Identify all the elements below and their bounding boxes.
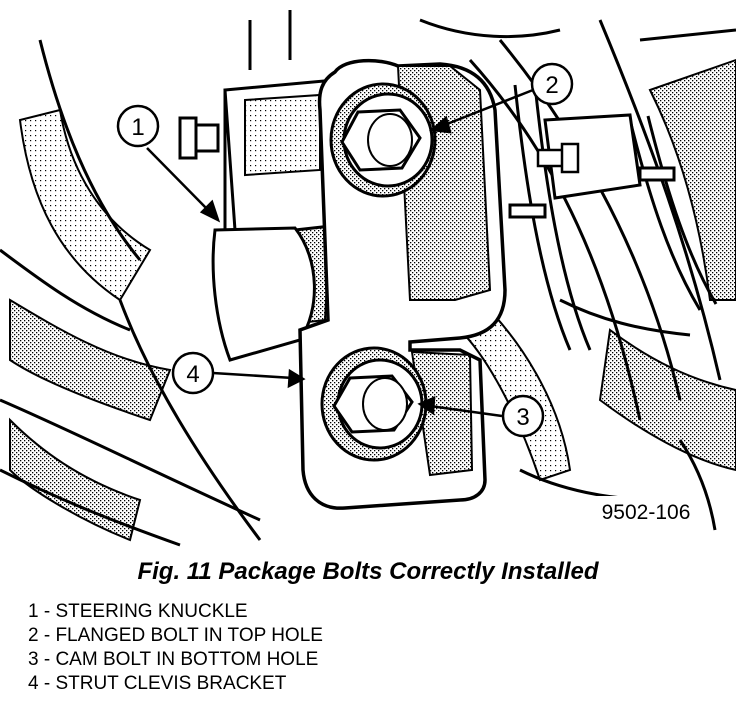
callout-3-number: 3 <box>516 404 529 431</box>
callout-2-number: 2 <box>545 72 558 99</box>
callout-4-number: 4 <box>186 361 199 388</box>
brake-hose <box>508 84 718 351</box>
legend-item: 4 - STRUT CLEVIS BRACKET <box>28 673 287 694</box>
figure-id: 9502-106 <box>602 501 691 524</box>
callout-3: 3 <box>501 394 545 438</box>
callout-legend: 1 - STEERING KNUCKLE 2 - FLANGED BOLT IN… <box>28 600 323 696</box>
legend-item: 2 - FLANGED BOLT IN TOP HOLE <box>28 625 323 646</box>
sensor-bracket <box>536 113 642 200</box>
background-linework <box>0 10 736 547</box>
technical-illustration: 1 2 3 4 9502-106 <box>0 10 736 547</box>
cam-bolt <box>320 346 428 462</box>
figure-caption: Fig. 11 Package Bolts Correctly Installe… <box>137 558 599 585</box>
legend-item: 1 - STEERING KNUCKLE <box>28 601 248 622</box>
callout-2: 2 <box>530 62 574 106</box>
callout-1: 1 <box>116 104 160 148</box>
flanged-bolt <box>329 82 437 198</box>
callout-4: 4 <box>171 351 215 395</box>
callout-1-number: 1 <box>131 114 144 141</box>
leader-lines <box>146 88 534 418</box>
legend-item: 3 - CAM BOLT IN BOTTOM HOLE <box>28 649 319 670</box>
